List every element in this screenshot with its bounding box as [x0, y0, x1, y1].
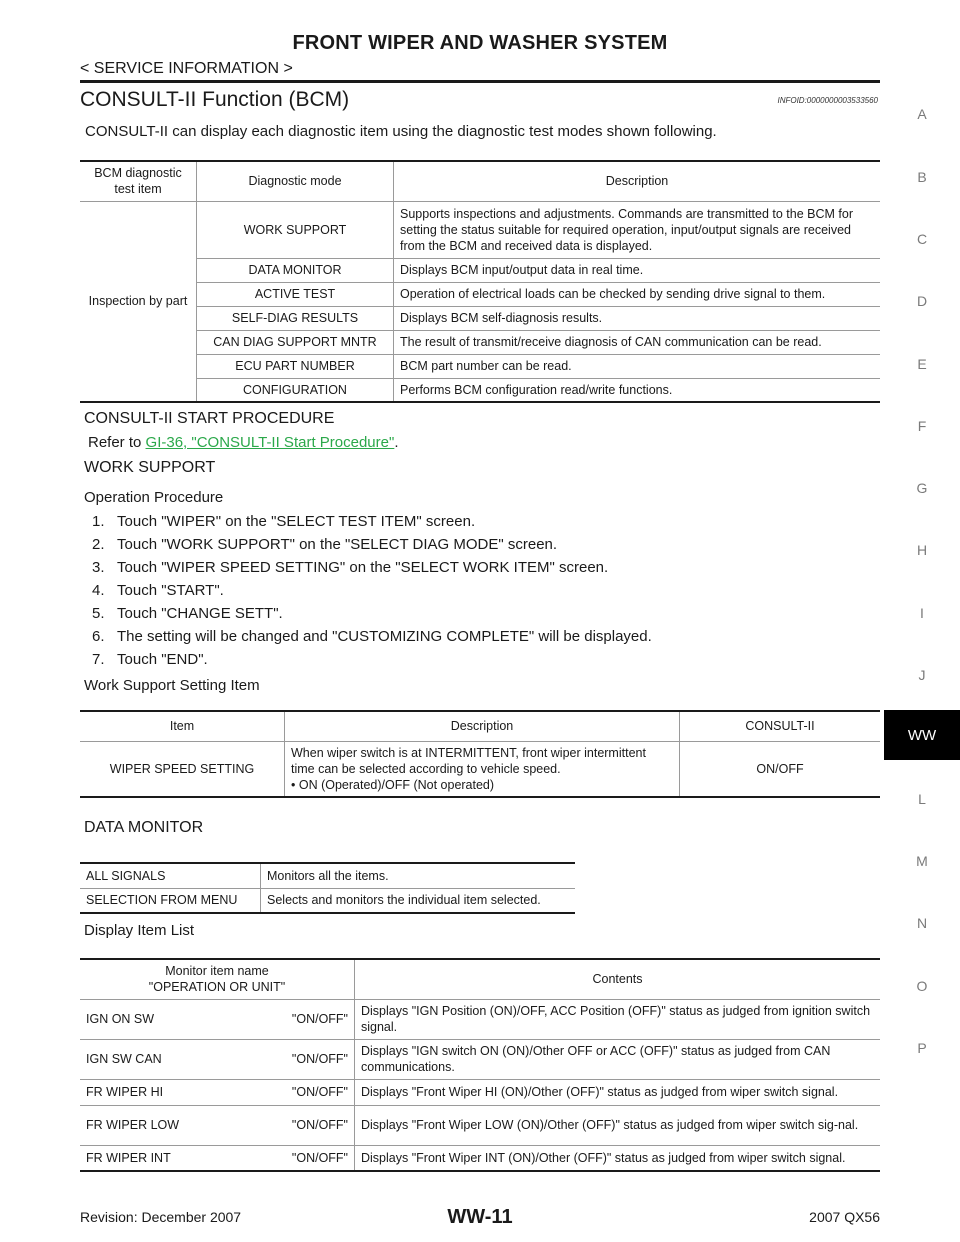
- description-cell: Displays BCM self-diagnosis results.: [393, 306, 880, 331]
- description-cell: Operation of electrical loads can be che…: [393, 282, 880, 307]
- col-header-contents: Contents: [354, 959, 880, 1000]
- side-index-letter-a[interactable]: A: [917, 106, 927, 122]
- intro-text: CONSULT-II can display each diagnostic i…: [85, 123, 717, 140]
- info-id: INFOID:0000000003533560: [777, 96, 878, 105]
- monitor-item-name: FR WIPER HI: [80, 1079, 242, 1106]
- display-item-list-title: Display Item List: [84, 922, 195, 939]
- monitor-item-contents: Displays "Front Wiper LOW (ON)/Other (OF…: [354, 1105, 880, 1146]
- data-monitor-heading: DATA MONITOR: [84, 819, 204, 836]
- side-index-letter-f[interactable]: F: [917, 418, 927, 434]
- start-procedure-heading: CONSULT-II START PROCEDURE: [84, 410, 335, 427]
- monitor-item-unit: "ON/OFF": [242, 1079, 355, 1106]
- diag-mode-cell: CONFIGURATION: [196, 378, 394, 402]
- header-line: "OPERATION OR UNIT": [148, 980, 286, 995]
- document-subtitle: < SERVICE INFORMATION >: [80, 60, 293, 77]
- monitor-item-name: IGN ON SW: [80, 999, 242, 1040]
- refer-prefix: Refer to: [88, 434, 146, 451]
- diag-mode-cell: ECU PART NUMBER: [196, 354, 394, 379]
- side-index-letter-n[interactable]: N: [916, 915, 928, 931]
- header-rule: [80, 80, 880, 83]
- footer-revision: Revision: December 2007: [80, 1209, 242, 1225]
- monitor-item-unit: "ON/OFF": [291, 1150, 348, 1165]
- work-support-setting-table: Item Description CONSULT-II WIPER SPEED …: [80, 710, 880, 798]
- side-index-letter-p[interactable]: P: [917, 1040, 927, 1056]
- monitor-item-name: FR WIPER LOW: [80, 1105, 242, 1146]
- step-item: 2. Touch "WORK SUPPORT" on the "SELECT D…: [92, 536, 558, 553]
- header-line: Monitor item name: [165, 964, 269, 979]
- col-header-description: Description: [393, 161, 880, 202]
- side-index-letter-l[interactable]: L: [918, 791, 926, 807]
- diag-mode-cell: ACTIVE TEST: [196, 282, 394, 307]
- col-header-item: Item: [80, 711, 285, 742]
- work-support-heading: WORK SUPPORT: [84, 459, 216, 476]
- side-index-letter-j[interactable]: J: [918, 667, 926, 683]
- description-cell: Performs BCM configuration read/write fu…: [393, 378, 880, 402]
- diag-mode-cell: SELF-DIAG RESULTS: [196, 306, 394, 331]
- col-header-monitor-item: Monitor item name "OPERATION OR UNIT": [80, 959, 355, 1000]
- step-item: 1. Touch "WIPER" on the "SELECT TEST ITE…: [92, 513, 476, 530]
- side-index-letter-g[interactable]: G: [916, 480, 928, 496]
- description-cell: BCM part number can be read.: [393, 354, 880, 379]
- monitor-item-contents: Displays "Front Wiper HI (ON)/Other (OFF…: [354, 1079, 880, 1106]
- step-item: 5. Touch "CHANGE SETT".: [92, 605, 283, 622]
- side-index-letter-d[interactable]: D: [916, 293, 928, 309]
- refer-suffix: .: [394, 434, 399, 451]
- monitor-item-unit: "ON/OFF": [242, 999, 355, 1040]
- footer-model: 2007 QX56: [809, 1209, 880, 1225]
- monitor-item-name: IGN SW CAN: [80, 1039, 242, 1080]
- monitor-mode-desc: Monitors all the items.: [260, 863, 575, 889]
- section-title: CONSULT-II Function (BCM): [80, 88, 350, 111]
- description-cell: The result of transmit/receive diagnosis…: [393, 330, 880, 355]
- description-cell: Supports inspections and adjustments. Co…: [393, 201, 880, 259]
- setting-item-value: ON/OFF: [679, 741, 880, 797]
- start-procedure-link[interactable]: GI-36, "CONSULT-II Start Procedure": [145, 434, 395, 451]
- side-index-letter-i[interactable]: I: [920, 605, 924, 621]
- data-monitor-table: ALL SIGNALS Monitors all the items. SELE…: [80, 862, 575, 914]
- col-header-diag-mode: Diagnostic mode: [196, 161, 394, 202]
- description-line: time can be selected according to vehicl…: [291, 761, 561, 776]
- monitor-item-unit: "ON/OFF": [242, 1105, 355, 1146]
- side-index-letter-m[interactable]: M: [916, 853, 928, 869]
- setting-item-name: WIPER SPEED SETTING: [109, 761, 255, 776]
- side-index-letter-o[interactable]: O: [916, 978, 928, 994]
- monitor-item-contents: Displays "Front Wiper INT (ON)/Other (OF…: [354, 1145, 880, 1171]
- side-index-letter-h[interactable]: H: [916, 542, 928, 558]
- step-item: 4. Touch "START".: [92, 582, 224, 599]
- monitor-item-unit: "ON/OFF": [242, 1039, 355, 1080]
- description-line: When wiper switch is at INTERMITTENT, fr…: [291, 745, 646, 760]
- setting-item-title: Work Support Setting Item: [84, 677, 260, 694]
- monitor-mode-name: SELECTION FROM MENU: [86, 893, 238, 908]
- footer-page-number: WW-11: [447, 1206, 513, 1228]
- diag-mode-cell: DATA MONITOR: [196, 258, 394, 283]
- operation-procedure-title: Operation Procedure: [84, 489, 224, 506]
- step-item: 6. The setting will be changed and "CUST…: [92, 628, 652, 645]
- side-index-active-tab[interactable]: WW: [884, 710, 960, 760]
- diag-mode-cell: WORK SUPPORT: [196, 201, 394, 259]
- monitor-item-contents: Displays "IGN switch ON (ON)/Other OFF o…: [354, 1039, 880, 1080]
- col-header-consult: CONSULT-II: [679, 711, 880, 742]
- description-cell: Displays BCM input/output data in real t…: [393, 258, 880, 283]
- display-item-table: Monitor item name "OPERATION OR UNIT" Co…: [80, 958, 880, 1172]
- setting-item-description: When wiper switch is at INTERMITTENT, fr…: [284, 741, 680, 797]
- col-header-test-item: BCM diagnostic test item: [80, 161, 197, 202]
- monitor-item-contents: Displays "IGN Position (ON)/OFF, ACC Pos…: [354, 999, 880, 1040]
- side-index-letter-e[interactable]: E: [917, 356, 927, 372]
- description-line: • ON (Operated)/OFF (Not operated): [291, 777, 495, 792]
- start-procedure-reference: Refer to GI-36, "CONSULT-II Start Proced…: [88, 434, 399, 451]
- monitor-mode-name: ALL SIGNALS: [80, 863, 261, 889]
- step-item: 7. Touch "END".: [92, 651, 208, 668]
- monitor-item-name: FR WIPER INT: [86, 1150, 171, 1165]
- side-index-letter-b[interactable]: B: [917, 169, 927, 185]
- diag-mode-cell: CAN DIAG SUPPORT MNTR: [196, 330, 394, 355]
- side-index-letter-c[interactable]: C: [916, 231, 928, 247]
- col-header-description: Description: [284, 711, 680, 742]
- monitor-mode-desc: Selects and monitors the individual item…: [260, 888, 575, 913]
- group-label: Inspection by part: [88, 294, 188, 309]
- operation-steps: 1. Touch "WIPER" on the "SELECT TEST ITE…: [92, 513, 652, 674]
- document-title: FRONT WIPER AND WASHER SYSTEM: [292, 32, 668, 54]
- bcm-diagnostic-table: BCM diagnostic test item Diagnostic mode…: [80, 160, 880, 403]
- step-item: 3. Touch "WIPER SPEED SETTING" on the "S…: [92, 559, 609, 576]
